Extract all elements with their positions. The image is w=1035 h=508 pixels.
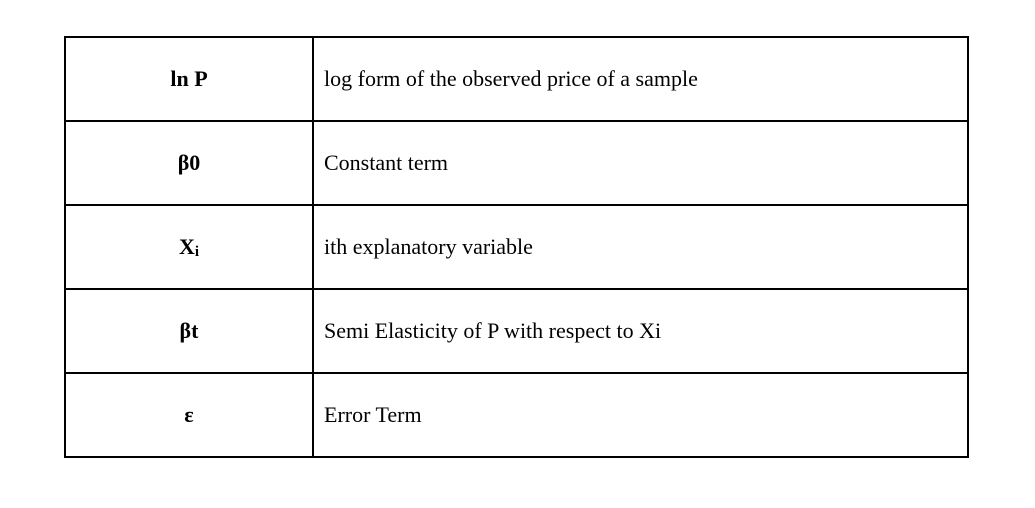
symbol-subscript: i	[194, 243, 200, 260]
table-row: ln P log form of the observed price of a…	[64, 36, 969, 122]
symbol-text: β0	[177, 150, 201, 175]
table-row: Xi ith explanatory variable	[64, 204, 969, 290]
table-row: βt Semi Elasticity of P with respect to …	[64, 288, 969, 374]
symbol-text: ε	[184, 402, 194, 427]
table-row: ε Error Term	[64, 372, 969, 458]
description-cell: Error Term	[312, 372, 969, 458]
description-cell: ith explanatory variable	[312, 204, 969, 290]
symbol-cell: β0	[64, 120, 314, 206]
description-cell: Constant term	[312, 120, 969, 206]
symbol-cell: Xi	[64, 204, 314, 290]
symbol-cell: ln P	[64, 36, 314, 122]
symbol-text: βt	[179, 318, 199, 343]
table-row: β0 Constant term	[64, 120, 969, 206]
description-cell: Semi Elasticity of P with respect to Xi	[312, 288, 969, 374]
symbol-cell: ε	[64, 372, 314, 458]
symbol-cell: βt	[64, 288, 314, 374]
description-cell: log form of the observed price of a samp…	[312, 36, 969, 122]
variable-definitions-table: ln P log form of the observed price of a…	[64, 36, 969, 458]
symbol-text: ln P	[170, 66, 208, 91]
table-body: ln P log form of the observed price of a…	[64, 36, 969, 458]
symbol-text: X	[178, 233, 195, 259]
